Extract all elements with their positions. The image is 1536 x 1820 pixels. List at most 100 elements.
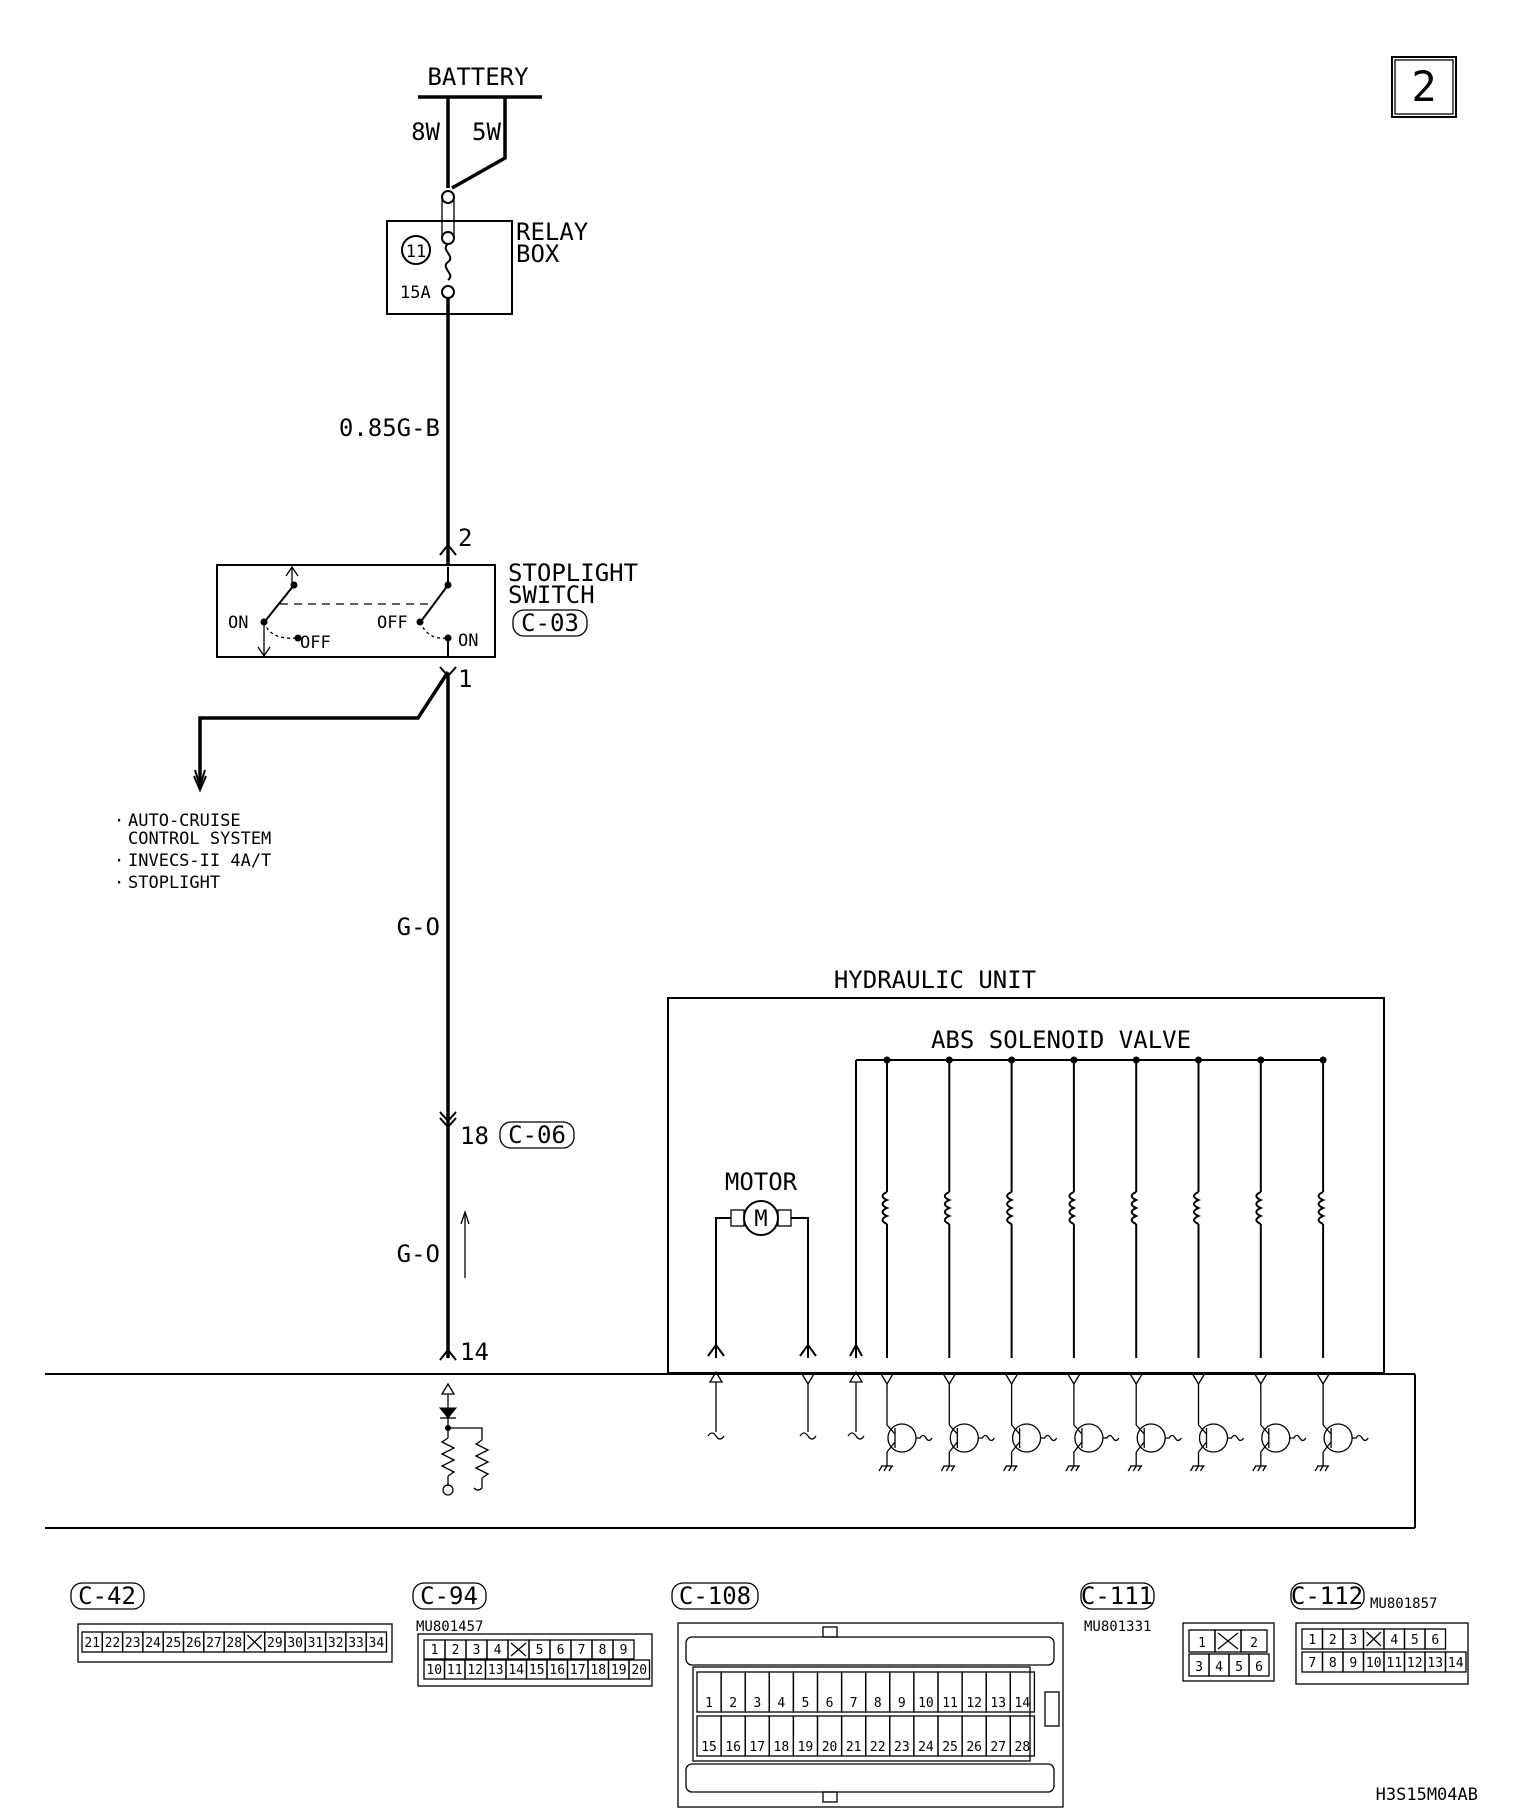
c108-pin-9: 9	[889, 1671, 915, 1713]
c94-pin-14: 14	[505, 1659, 528, 1680]
solenoid-valve-7	[1255, 1056, 1265, 1358]
svg-text:15: 15	[529, 1663, 545, 1678]
svg-text:29: 29	[267, 1636, 283, 1651]
motor-label: MOTOR	[725, 1168, 798, 1196]
svg-text:7: 7	[1308, 1656, 1316, 1671]
svg-text:3: 3	[473, 1643, 481, 1658]
c42-pin-24: 24	[142, 1631, 164, 1653]
branch-dest-1: AUTO-CRUISE	[128, 811, 241, 831]
switch-connector: C-03	[521, 609, 579, 637]
solenoid-drivers	[878, 1373, 1369, 1472]
svg-text:21: 21	[846, 1740, 862, 1755]
svg-text:34: 34	[369, 1636, 385, 1651]
svg-text:17: 17	[570, 1663, 586, 1678]
c94-pin-6: 6	[549, 1639, 572, 1660]
svg-text:16: 16	[725, 1740, 741, 1755]
c112-pin-5: 5	[1403, 1628, 1426, 1650]
page-number-box: 2	[1391, 56, 1457, 118]
ecu-pin-14: 14	[460, 1338, 489, 1366]
relay-box: 11 15A RELAY BOX	[386, 190, 589, 315]
c94-pin-15: 15	[525, 1659, 548, 1680]
svg-text:10: 10	[918, 1696, 934, 1711]
c94-pin-18: 18	[587, 1659, 610, 1680]
svg-text:3: 3	[1349, 1633, 1357, 1648]
junction-c06: 18 C-06	[439, 1111, 575, 1150]
svg-text:18: 18	[590, 1663, 606, 1678]
wire-label-lower: G-O	[397, 1240, 440, 1268]
solenoid-driver-8	[1314, 1373, 1369, 1472]
signal-direction-arrow	[460, 1209, 470, 1278]
c108-pin-4: 4	[768, 1671, 795, 1713]
c108-pin-7: 7	[840, 1671, 867, 1713]
c94-pin-17: 17	[566, 1659, 589, 1680]
svg-text:24: 24	[918, 1740, 934, 1755]
switch-right-off: OFF	[377, 613, 408, 633]
c111-label: C-111	[1081, 1582, 1153, 1610]
svg-text:26: 26	[186, 1636, 202, 1651]
svg-text:14: 14	[1015, 1696, 1031, 1711]
c42-pin-21: 21	[81, 1631, 103, 1653]
svg-text:13: 13	[990, 1696, 1006, 1711]
c108-label: C-108	[679, 1582, 751, 1610]
c94-pin-3: 3	[465, 1639, 488, 1660]
c108-pin-10: 10	[913, 1671, 939, 1713]
c94-pin-19: 19	[607, 1659, 630, 1680]
c94-pin-blank	[507, 1639, 530, 1660]
svg-text:7: 7	[578, 1643, 586, 1658]
switch-right-on: ON	[458, 631, 478, 651]
branch-wire	[193, 671, 450, 793]
switch-left-on: ON	[228, 613, 248, 633]
svg-text:18: 18	[774, 1740, 790, 1755]
solenoid-valve-1	[881, 1056, 891, 1358]
c42-pin-22: 22	[101, 1631, 124, 1653]
svg-text:1: 1	[1308, 1633, 1316, 1648]
battery-wire-right: 5W	[472, 118, 501, 146]
c108-pin-5: 5	[792, 1671, 819, 1713]
solenoid-driver-3	[1003, 1373, 1058, 1472]
c111-pin-3: 3	[1188, 1653, 1210, 1677]
svg-text:9: 9	[898, 1696, 906, 1711]
dest-bullet-1: ·	[114, 811, 124, 831]
c111-pin-blank	[1214, 1629, 1242, 1653]
c94-pin-5: 5	[528, 1639, 551, 1660]
c42-pin-34: 34	[365, 1631, 388, 1653]
c94-pin-8: 8	[591, 1639, 614, 1660]
svg-text:25: 25	[166, 1636, 182, 1651]
stoplight-switch: 2 ON OFF OFF ON STOPLIGHT SWITCH C-03 1	[216, 524, 638, 693]
svg-text:6: 6	[1255, 1660, 1263, 1675]
hydraulic-unit-label: HYDRAULIC UNIT	[834, 966, 1036, 994]
c94-pin-20: 20	[628, 1659, 651, 1680]
svg-text:6: 6	[557, 1643, 565, 1658]
c42-label: C-42	[78, 1582, 136, 1610]
dest-bullet-3: ·	[114, 873, 124, 893]
switch-left-off: OFF	[300, 633, 331, 653]
svg-text:4: 4	[777, 1696, 785, 1711]
svg-text:16: 16	[549, 1663, 565, 1678]
svg-text:28: 28	[1015, 1740, 1031, 1755]
c94-pin-10: 10	[423, 1659, 446, 1680]
c108-pin-18: 18	[768, 1715, 795, 1757]
svg-text:5: 5	[1411, 1633, 1419, 1648]
c42-pin-blank	[243, 1631, 266, 1653]
svg-text:4: 4	[1390, 1633, 1398, 1648]
c112-pin-2: 2	[1321, 1628, 1344, 1650]
c94-pin-1: 1	[423, 1639, 446, 1660]
c112-pin-10: 10	[1362, 1651, 1385, 1673]
c108-pin-15: 15	[696, 1715, 722, 1757]
solenoid-valve-5	[1130, 1056, 1140, 1358]
c108-pin-16: 16	[720, 1715, 746, 1757]
svg-text:17: 17	[749, 1740, 765, 1755]
c42-pin-29: 29	[264, 1631, 286, 1653]
svg-text:4: 4	[1215, 1660, 1223, 1675]
c94-pin-4: 4	[486, 1639, 509, 1660]
c42-pin-26: 26	[182, 1631, 205, 1653]
c94-pin-12: 12	[464, 1659, 487, 1680]
c108-pin-23: 23	[889, 1715, 915, 1757]
svg-text:22: 22	[105, 1636, 121, 1651]
c94-pin-7: 7	[570, 1639, 593, 1660]
junction-connector: C-06	[508, 1121, 566, 1149]
svg-text:2: 2	[1329, 1633, 1337, 1648]
c112-pin-3: 3	[1342, 1628, 1365, 1650]
svg-text:12: 12	[467, 1663, 483, 1678]
